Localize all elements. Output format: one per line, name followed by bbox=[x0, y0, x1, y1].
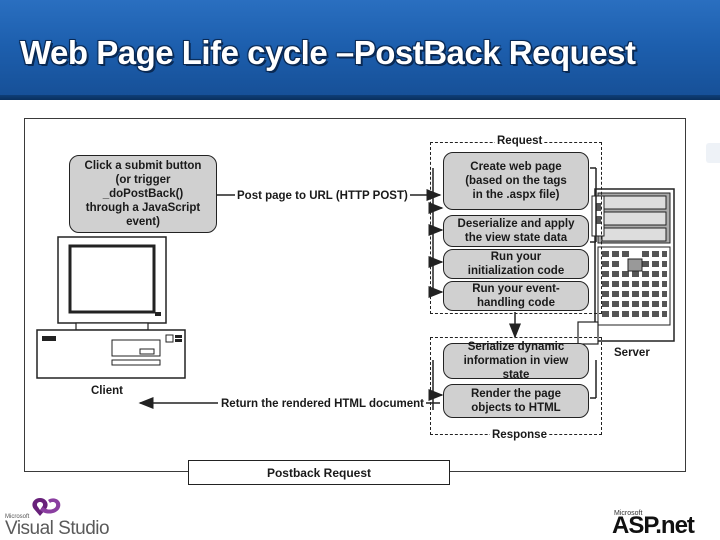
side-tab bbox=[706, 143, 720, 163]
visual-studio-logo bbox=[32, 498, 61, 516]
client-action-box: Click a submit button (or trigger _doPos… bbox=[69, 155, 217, 233]
page-title: Web Page Life cycle –PostBack Request bbox=[20, 34, 636, 71]
asp-net-logo-text: ASP.net bbox=[612, 512, 695, 539]
create-page-box: Create web page (based on the tags in th… bbox=[443, 152, 589, 210]
event-code-box: Run your event- handling code bbox=[443, 281, 589, 311]
server-label: Server bbox=[612, 346, 652, 360]
render-html-box: Render the page objects to HTML bbox=[443, 384, 589, 418]
vs-company-text: Microsoft bbox=[5, 514, 30, 520]
post-page-label: Post page to URL (HTTP POST) bbox=[235, 189, 410, 203]
client-label: Client bbox=[89, 384, 125, 398]
request-label: Request bbox=[495, 134, 545, 148]
response-label: Response bbox=[490, 428, 549, 442]
title-banner bbox=[0, 0, 720, 100]
diagram-caption: Postback Request bbox=[188, 460, 450, 485]
vs-product-text: Visual Studio bbox=[5, 518, 110, 539]
asp-company-text: Microsoft bbox=[614, 510, 643, 517]
init-code-box: Run your initialization code bbox=[443, 249, 589, 279]
deserialize-box: Deserialize and apply the view state dat… bbox=[443, 215, 589, 247]
serialize-box: Serialize dynamic information in view st… bbox=[443, 341, 589, 381]
return-html-label: Return the rendered HTML document bbox=[219, 397, 426, 411]
